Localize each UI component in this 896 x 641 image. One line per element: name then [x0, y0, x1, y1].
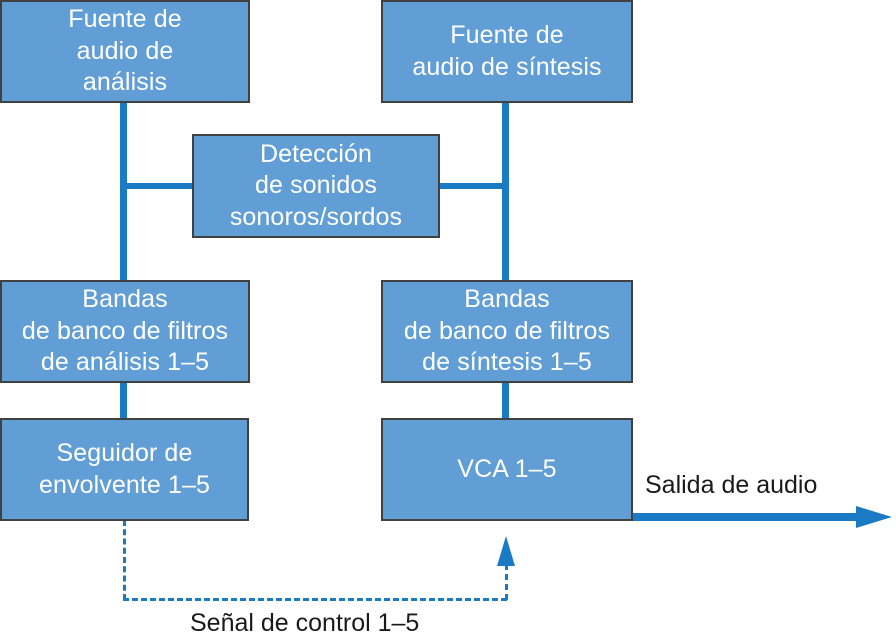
node-synthesis-filter-bank-bands[interactable]: Bandas de banco de filtros de síntesis 1… [381, 280, 633, 383]
audio-output-arrow-shaft [632, 513, 860, 521]
wire-analysis-to-detection [120, 183, 194, 189]
control-path-right-segment [505, 564, 508, 600]
node-synthesis-filter-bank-bands-label: Bandas de banco de filtros de síntesis 1… [403, 285, 611, 377]
control-path-arrowhead [497, 536, 515, 566]
audio-output-arrowhead [856, 506, 892, 528]
node-vca[interactable]: VCA 1–5 [381, 418, 633, 521]
node-analysis-filter-bank-bands[interactable]: Bandas de banco de filtros de análisis 1… [0, 280, 250, 383]
node-voiced-unvoiced-detection[interactable]: Detección de sonidos sonoros/sordos [192, 134, 440, 238]
node-analysis-filter-bank-bands-label: Bandas de banco de filtros de análisis 1… [21, 285, 229, 377]
control-path-left-segment [123, 520, 126, 600]
node-voiced-unvoiced-detection-label: Detección de sonidos sonoros/sordos [229, 139, 403, 231]
audio-output-label: Salida de audio [645, 471, 818, 499]
wire-analysis-source-to-filterbank [120, 101, 127, 283]
node-envelope-follower-label: Seguidor de envolvente 1–5 [39, 439, 210, 499]
node-analysis-audio-source[interactable]: Fuente de audio de análisis [0, 0, 250, 103]
control-signal-label: Señal de control 1–5 [190, 609, 420, 637]
wire-filterbank-to-envelope [120, 380, 127, 420]
wire-synthesis-source-to-filterbank [502, 101, 509, 283]
wire-filterbank-to-vca [502, 380, 509, 420]
node-envelope-follower[interactable]: Seguidor de envolvente 1–5 [0, 418, 249, 521]
node-synthesis-audio-source-label: Fuente de audio de síntesis [412, 21, 602, 81]
node-vca-label: VCA 1–5 [457, 454, 557, 483]
control-path-bottom-segment [123, 598, 507, 601]
wire-detection-to-synthesis [438, 183, 509, 189]
node-analysis-audio-source-label: Fuente de audio de análisis [68, 5, 182, 97]
node-synthesis-audio-source[interactable]: Fuente de audio de síntesis [381, 0, 633, 103]
